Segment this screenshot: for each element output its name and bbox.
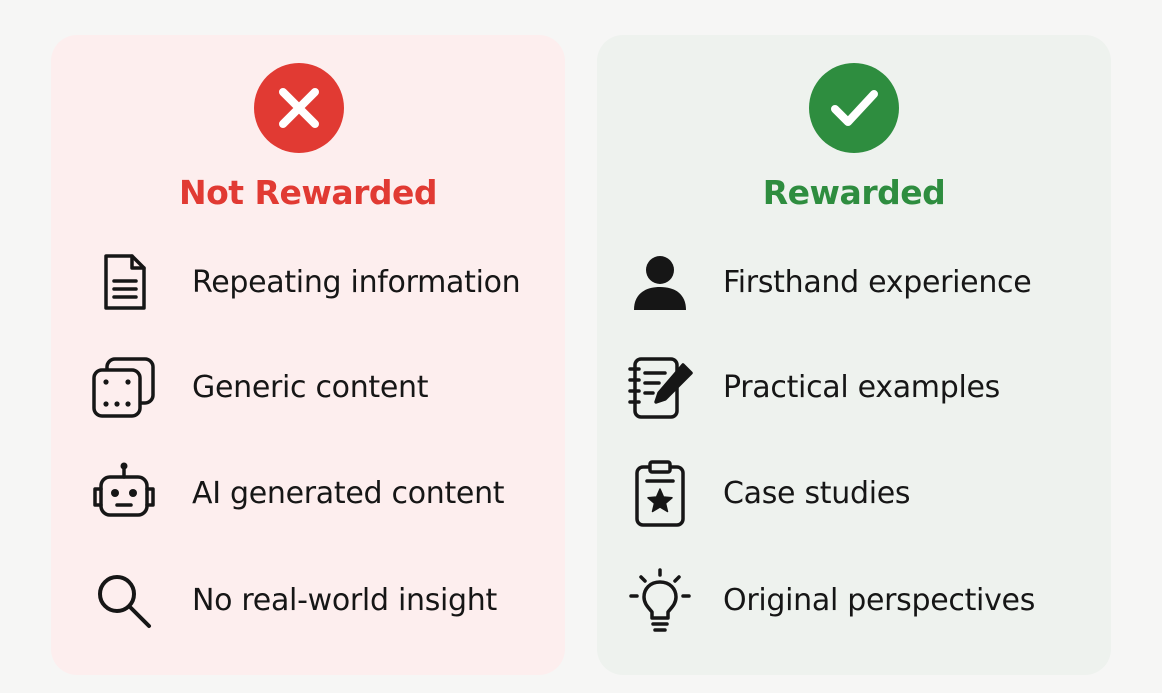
list-item: Firsthand experience <box>597 248 1111 318</box>
list-item: Practical examples <box>597 353 1111 423</box>
list-item: AI generated content <box>51 459 565 529</box>
list-item: Original perspectives <box>597 566 1111 636</box>
item-label: No real-world insight <box>192 583 497 618</box>
item-label: AI generated content <box>192 476 505 511</box>
item-label: Repeating information <box>192 265 521 300</box>
not-rewarded-title: Not Rewarded <box>179 173 438 212</box>
person-icon <box>625 248 695 318</box>
lightbulb-icon <box>625 566 695 636</box>
rewarded-panel: Rewarded Firsthand experience Practical … <box>597 35 1111 675</box>
dice-copy-icon <box>89 353 159 423</box>
item-label: Firsthand experience <box>723 265 1032 300</box>
rewarded-title: Rewarded <box>762 173 946 212</box>
search-icon <box>89 566 159 636</box>
list-item: No real-world insight <box>51 566 565 636</box>
close-icon <box>254 63 344 153</box>
not-rewarded-panel: Not Rewarded Repeating information Gener… <box>51 35 565 675</box>
item-label: Practical examples <box>723 370 1000 405</box>
notebook-pen-icon <box>625 353 695 423</box>
robot-icon <box>89 459 159 529</box>
check-icon <box>809 63 899 153</box>
item-label: Original perspectives <box>723 583 1036 618</box>
document-icon <box>89 248 159 318</box>
list-item: Generic content <box>51 353 565 423</box>
item-label: Case studies <box>723 476 911 511</box>
clipboard-star-icon <box>625 459 695 529</box>
item-label: Generic content <box>192 370 429 405</box>
list-item: Case studies <box>597 459 1111 529</box>
list-item: Repeating information <box>51 248 565 318</box>
